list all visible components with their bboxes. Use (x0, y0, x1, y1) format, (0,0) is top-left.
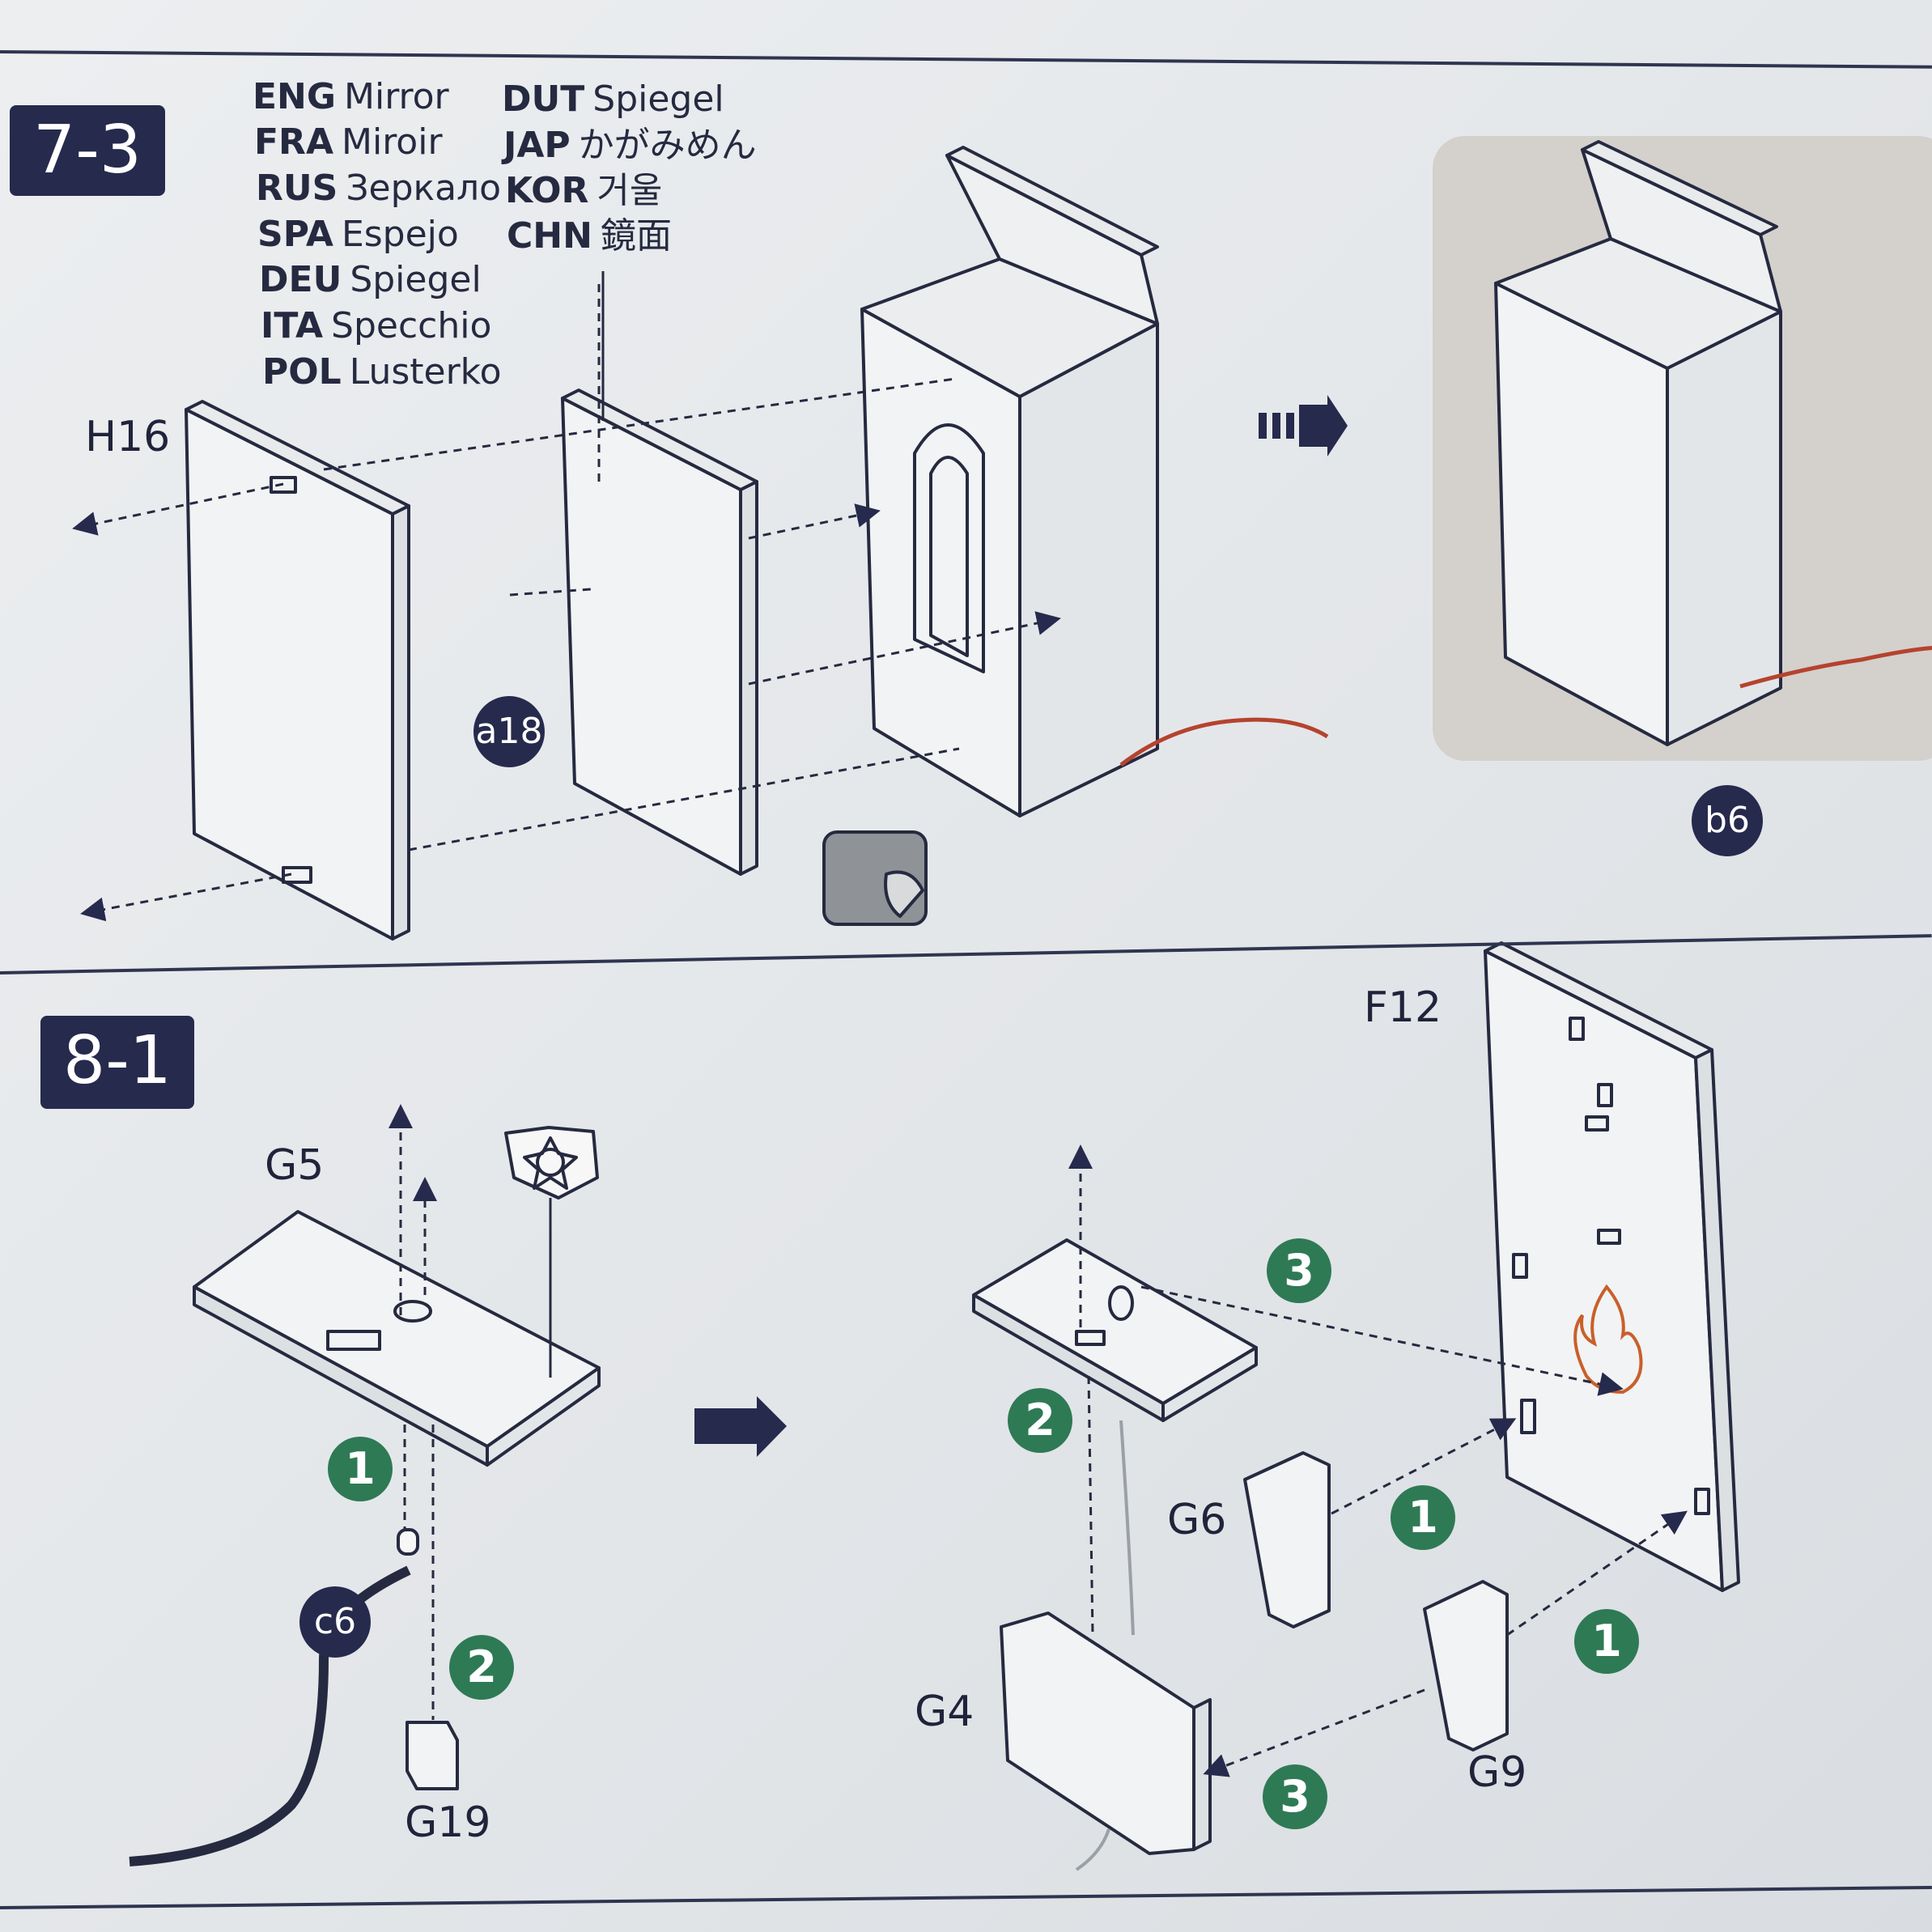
label-g19: G19 (405, 1798, 491, 1847)
label-g4: G4 (915, 1688, 974, 1736)
order-badge-g5-2: 2 (449, 1635, 514, 1700)
sticker-icon (822, 830, 928, 926)
order-badge-g9-1: 1 (1574, 1609, 1639, 1674)
order-badge-g5-1: 1 (328, 1437, 393, 1501)
order-badge-g6-1: 1 (1391, 1485, 1455, 1550)
step-label-8-1: 8-1 (40, 1016, 194, 1109)
label-g6: G6 (1167, 1496, 1227, 1544)
wire-left (1119, 717, 1329, 766)
label-g9: G9 (1467, 1748, 1527, 1797)
part-g9 (1423, 1580, 1509, 1752)
panel-f12 (1484, 941, 1740, 1592)
label-g5: G5 (265, 1141, 325, 1190)
badge-c6: c6 (299, 1586, 371, 1658)
part-g6 (1243, 1451, 1331, 1628)
led-bulb (397, 1528, 419, 1556)
label-f12: F12 (1364, 983, 1442, 1032)
panel-h16 (185, 400, 410, 941)
flower-hex-icon (504, 1126, 599, 1200)
order-badge-g4-3: 3 (1263, 1764, 1327, 1829)
panel-mirror (561, 389, 758, 876)
order-badge-right-3: 3 (1267, 1238, 1331, 1303)
clip-g19 (406, 1721, 459, 1790)
panel-g4 (1000, 1611, 1212, 1855)
badge-b6: b6 (1692, 785, 1763, 856)
badge-a18: a18 (473, 696, 545, 767)
box-frame (860, 146, 1159, 817)
label-h16: H16 (85, 413, 171, 461)
step-label-7-3: 7-3 (10, 105, 165, 196)
wire-right (1739, 646, 1932, 689)
order-badge-right-2: 2 (1008, 1388, 1072, 1453)
plate-g5 (193, 1210, 601, 1467)
plate-g5-assembled (972, 1238, 1258, 1422)
box-result (1494, 140, 1782, 746)
